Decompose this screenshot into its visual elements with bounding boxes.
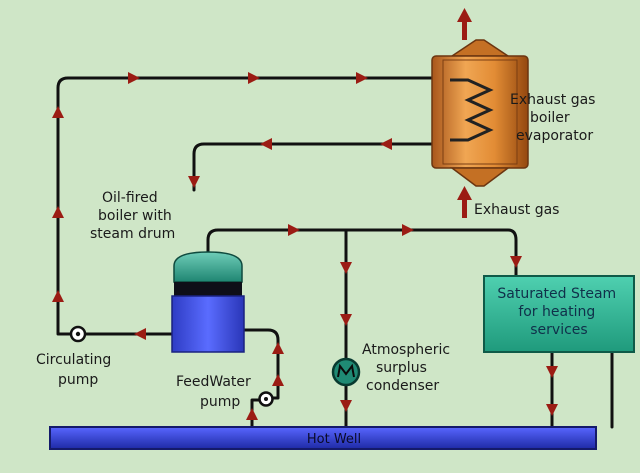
- feedwater-pump-icon: [258, 391, 274, 407]
- hot-well-label: Hot Well: [307, 432, 361, 447]
- flow-arrow-icon: [356, 72, 368, 84]
- flow-arrow-icon: [546, 404, 558, 416]
- flow-arrow-icon: [248, 72, 260, 84]
- exhaust-outlet-up-arrow-icon: [457, 8, 472, 40]
- pipe-steam-main: [206, 228, 518, 278]
- hot-well-tank: [49, 426, 597, 450]
- flow-arrow-icon: [272, 374, 284, 386]
- flow-arrow-icon: [260, 138, 272, 150]
- flow-arrows: [52, 72, 558, 420]
- flow-arrow-icon: [380, 138, 392, 150]
- flow-arrow-icon: [402, 224, 414, 236]
- flow-arrow-icon: [128, 72, 140, 84]
- circulating-pump-label: Circulating pump: [36, 352, 116, 388]
- pipe-exhaust-return: [192, 142, 434, 192]
- exhaust-gas-label: Exhaust gas: [474, 202, 559, 218]
- flow-arrow-icon: [340, 262, 352, 274]
- oil-fired-boiler: [171, 251, 245, 353]
- flow-arrow-icon: [340, 400, 352, 412]
- flow-arrow-icon: [288, 224, 300, 236]
- flow-arrow-icon: [272, 342, 284, 354]
- flow-arrow-icon: [246, 408, 258, 420]
- pipe-circulation-riser: [56, 76, 434, 336]
- saturated-steam-box: [483, 275, 635, 353]
- flow-arrow-icon: [546, 366, 558, 378]
- flow-arrow-icon: [52, 206, 64, 218]
- oil-fired-boiler-label: Oil-fired boiler with steam drum: [90, 190, 176, 242]
- flow-arrow-icon: [340, 314, 352, 326]
- saturated-steam-label: Saturated Steam for heating services: [497, 286, 620, 338]
- flow-arrow-icon: [52, 290, 64, 302]
- circulating-pump-icon: [69, 325, 87, 343]
- flow-arrow-icon: [510, 256, 522, 268]
- condenser-icon: [331, 357, 361, 387]
- exhaust-inlet-up-arrow-icon: [457, 186, 472, 218]
- flow-arrow-icon: [188, 176, 200, 188]
- atmospheric-condenser-label: Atmospheric surplus condenser: [362, 342, 455, 394]
- flow-arrow-icon: [52, 106, 64, 118]
- exhaust-coil-icon: [450, 78, 494, 142]
- flow-arrow-icon: [134, 328, 146, 340]
- feedwater-pump-label: FeedWater pump: [176, 374, 255, 410]
- exhaust-gas-boiler: [431, 39, 529, 187]
- exhaust-boiler-label: Exhaust gas boiler evaporator: [510, 92, 600, 144]
